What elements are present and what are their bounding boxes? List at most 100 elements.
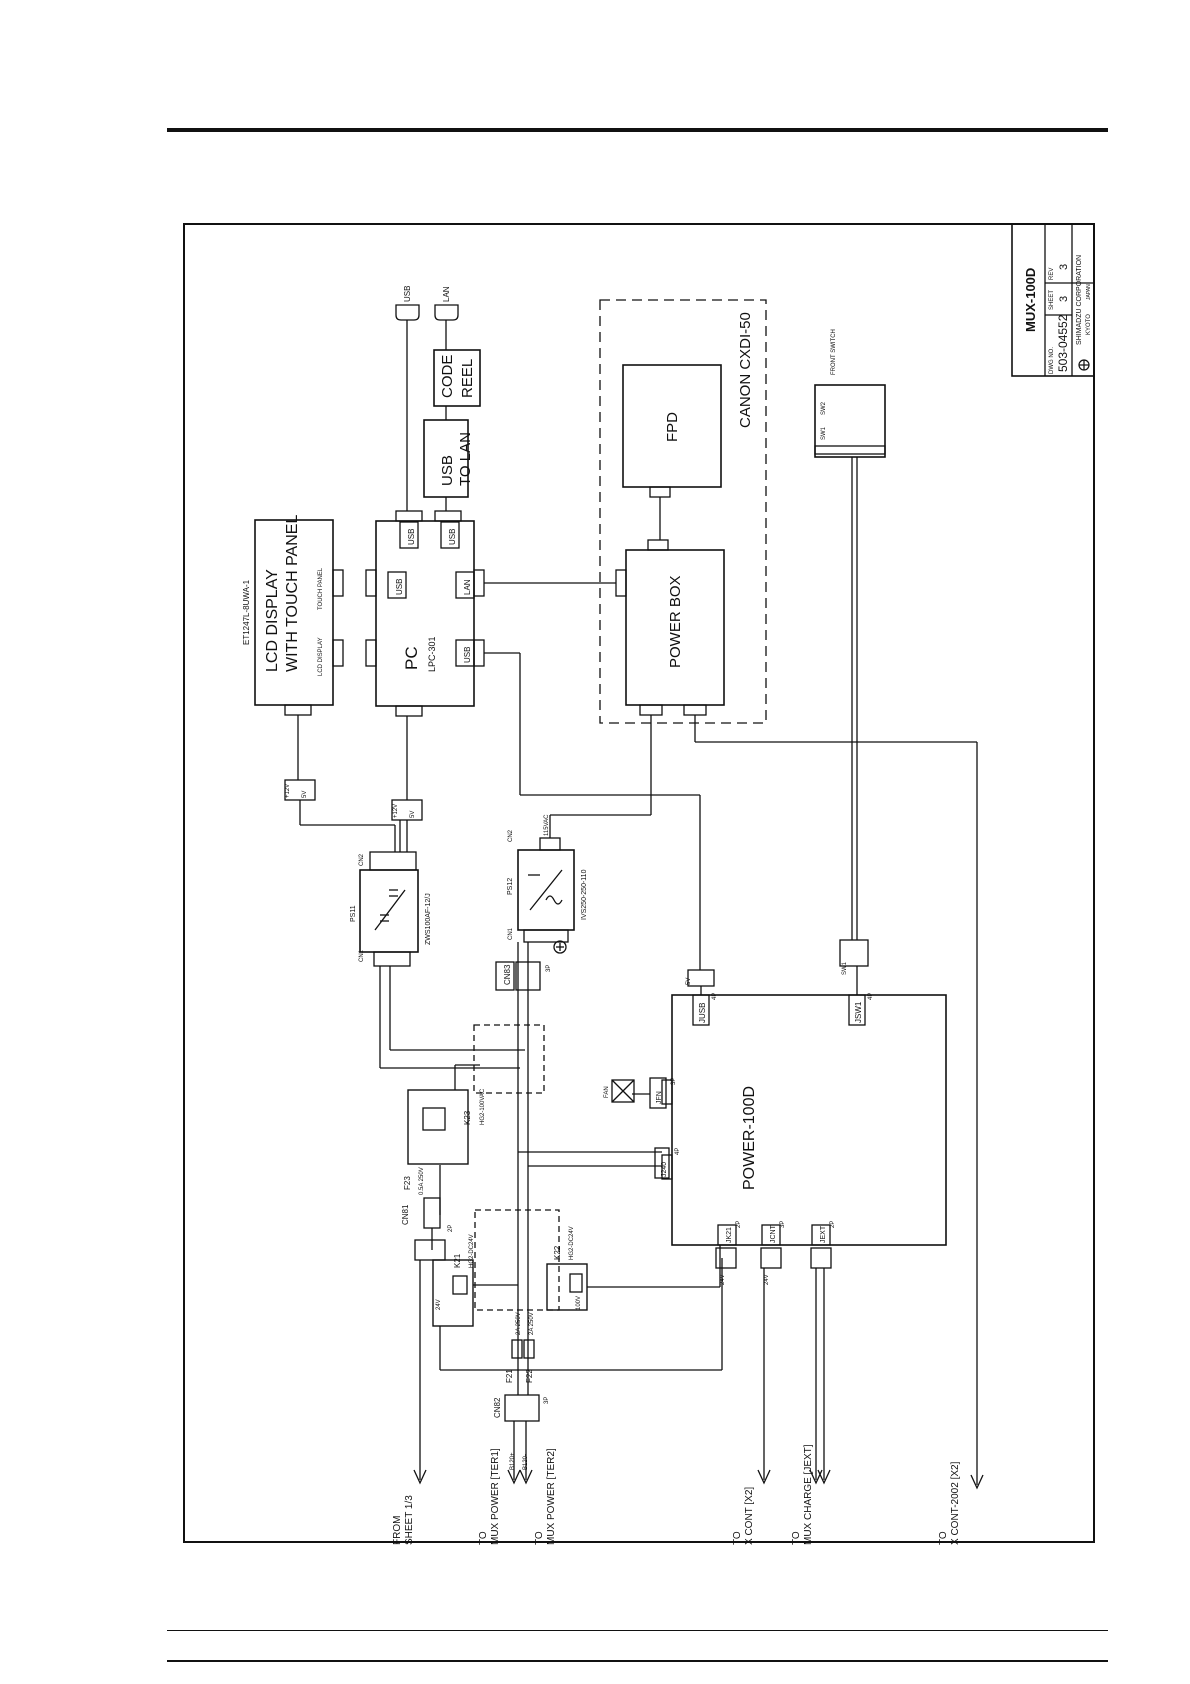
pc-port-usb-left: USB xyxy=(395,579,404,595)
xcont2002-2: X CONT-2002 [X2] xyxy=(950,1461,961,1545)
footer-rule-upper xyxy=(167,1630,1108,1631)
footer-rule-lower xyxy=(167,1660,1108,1662)
ps12-block xyxy=(517,837,575,954)
ps11-model: ZWS100AF-12/J xyxy=(425,893,432,945)
jcnt-24v: 24V xyxy=(764,1274,770,1285)
usb-to-lan-label-1: USB xyxy=(439,455,456,486)
ter1-1: TO xyxy=(478,1531,489,1545)
usb-lan-cable-ends xyxy=(395,304,481,511)
ps12-cn2: CN2 xyxy=(508,829,514,842)
f23-rating: 0.5A 250V xyxy=(419,1167,425,1195)
cn81-pins: 2P xyxy=(448,1225,454,1232)
cn83-pins: 3P xyxy=(546,965,552,972)
ps11-cn1: CN1 xyxy=(359,949,365,962)
k22-100v: 100V xyxy=(576,1296,582,1310)
jk21-label: JK21 xyxy=(726,1227,733,1243)
ps11-cn2: CN2 xyxy=(359,853,365,866)
lcd-12v: +12V xyxy=(285,784,291,798)
lcd-model: ET1247L-8UWA-1 xyxy=(242,579,251,645)
cn81-label: CN81 xyxy=(401,1204,410,1225)
title-block-city: KYOTO xyxy=(1086,314,1092,335)
j240-pins: 4P xyxy=(675,1148,681,1155)
front-sw1: SW1 xyxy=(821,426,827,440)
cn82-label: CN82 xyxy=(493,1397,502,1418)
jsw1-sw-label: SW1 xyxy=(842,961,848,975)
jsw1-label: JSW1 xyxy=(854,1001,863,1023)
b120m-label: B120- xyxy=(523,1454,529,1470)
cn82-pins: 3P xyxy=(544,1397,550,1404)
ps12-label: PS12 xyxy=(507,878,514,895)
title-block-dwg-label: DWG NO. xyxy=(1049,347,1055,374)
power-100d-label: POWER-100D xyxy=(741,1086,758,1190)
jk21-pins: 2P xyxy=(736,1221,742,1228)
lcd-5v: 5V xyxy=(302,791,308,798)
front-sw2: SW2 xyxy=(821,401,827,415)
pc-port-usb-right: USB xyxy=(463,647,472,663)
pc-model: LPC-301 xyxy=(427,636,437,672)
title-block xyxy=(1011,223,1095,377)
title-block-rev-label: REV xyxy=(1049,268,1055,280)
pc-12v: +12V xyxy=(393,804,399,818)
cn83-label: CN83 xyxy=(503,964,512,985)
lcd-title-2: WITH TOUCH PANEL xyxy=(284,515,301,672)
vac-115: 115VAC xyxy=(544,814,550,836)
title-block-dwg-no: 503-04552 xyxy=(1056,314,1070,372)
jusb-5v: 5V xyxy=(686,978,692,985)
f22-rating: 2A 250V xyxy=(529,1312,535,1335)
diagram-labels: LCD DISPLAY WITH TOUCH PANEL ET1247L-8UW… xyxy=(242,255,1092,1545)
canon-group-outline xyxy=(599,299,767,724)
usb-cable-label: USB xyxy=(403,286,412,302)
pc-5v: 5V xyxy=(410,811,416,818)
title-block-sheet: 3 xyxy=(1058,296,1070,302)
k21-model: HG2-DC24V xyxy=(469,1234,475,1268)
f22-label: F22 xyxy=(525,1369,534,1383)
pc-title: PC xyxy=(402,646,421,670)
charge-2: MUX CHARGE [JEXT] xyxy=(803,1444,814,1545)
title-block-company: SHIMADZU CORPORATION xyxy=(1076,255,1083,345)
title-block-title: MUX-100D xyxy=(1023,268,1038,332)
xcont-1: TO xyxy=(732,1531,743,1545)
lcd-sub-display: LCD DISPLAY xyxy=(318,637,324,676)
power-100d-block xyxy=(661,994,947,1246)
k22-model: HG2-DC24V xyxy=(569,1226,575,1260)
pc-block xyxy=(365,510,485,717)
charge-1: TO xyxy=(791,1531,802,1545)
ter2-1: TO xyxy=(534,1531,545,1545)
j240-label: J240 xyxy=(661,1162,668,1177)
jk21-24v: 24V xyxy=(720,1274,726,1285)
k23-label: K23 xyxy=(463,1110,472,1125)
shimadzu-logo-icon xyxy=(1078,359,1090,371)
code-reel-label-2: REEL xyxy=(459,359,476,398)
drawing-frame xyxy=(183,223,1095,1543)
f23-label: F23 xyxy=(403,1176,412,1190)
f21-rating: 2A 250V xyxy=(516,1312,522,1335)
pc-port-lan-right: LAN xyxy=(463,579,472,595)
front-switch-label: FRONT SWITCH xyxy=(831,329,837,375)
f21-label: F21 xyxy=(505,1369,514,1383)
usb-to-lan-label-2: TO LAN xyxy=(457,432,474,486)
jext-pins: 2P xyxy=(830,1221,836,1228)
code-reel-label-1: CODE xyxy=(439,355,456,398)
jusb-pins: 4P xyxy=(712,993,718,1000)
jfn-pins: 3P xyxy=(671,1078,677,1085)
lcd-title: LCD DISPLAY xyxy=(264,569,281,672)
k21-label: K21 xyxy=(453,1253,462,1268)
ter1-2: MUX POWER [TER1] xyxy=(490,1448,501,1545)
k23-model: HG2-100VAC xyxy=(480,1088,486,1125)
ps12-cn1: CN1 xyxy=(508,927,514,940)
fpd-label: FPD xyxy=(664,412,681,442)
title-block-rev: 3 xyxy=(1058,264,1070,270)
k21-24v: 24V xyxy=(436,1299,442,1310)
b120p-label: B120+ xyxy=(510,1452,516,1470)
from-sheet-1: FROM xyxy=(392,1516,403,1545)
pc-port-usb-top-2: USB xyxy=(448,529,457,545)
jcnt-label: JCNT xyxy=(770,1224,777,1243)
ps11-block xyxy=(359,851,419,967)
pc-port-usb-top-1: USB xyxy=(407,529,416,545)
xcont2002-1: TO xyxy=(938,1531,949,1545)
lcd-sub-touch: TOUCH PANEL xyxy=(318,567,324,610)
from-sheet-2: SHEET 1/3 xyxy=(404,1495,415,1545)
ps12-model: IVS250-250-110 xyxy=(581,869,588,920)
power-box-label: POWER BOX xyxy=(667,575,684,668)
